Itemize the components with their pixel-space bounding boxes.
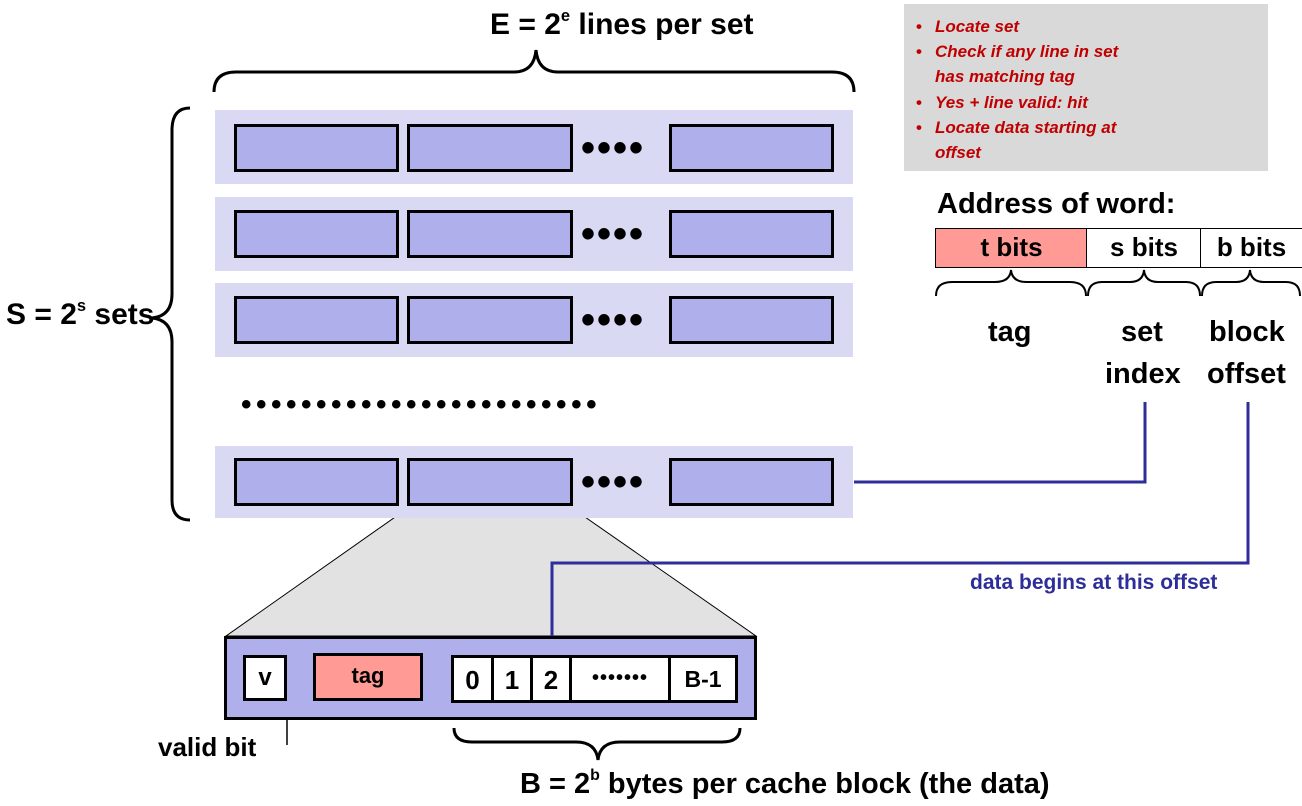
left-brace xyxy=(151,106,191,522)
address-of-word-label: Address of word: xyxy=(937,188,1176,220)
bytes-per-block-prefix: B = 2 xyxy=(520,768,591,800)
bytes-per-block-label: B = 2b bytes per cache block (the data) xyxy=(520,766,1050,801)
cache-line-selected xyxy=(407,458,573,506)
cache-line xyxy=(234,210,399,258)
lines-per-set-label: E = 2e lines per set xyxy=(490,6,754,42)
sets-suffix: sets xyxy=(86,298,155,331)
address-tag-bits: t bits xyxy=(935,228,1088,268)
sets-exponent: s xyxy=(76,296,87,315)
valid-bit-cell: v xyxy=(243,655,287,701)
set-index-label-line2: index xyxy=(1105,358,1181,390)
byte-last-cell: B-1 xyxy=(668,655,738,703)
line-ellipsis: •••• xyxy=(581,212,646,256)
tag-cell: tag xyxy=(313,653,423,701)
step-item: • Check if any line in set has matching t… xyxy=(916,39,1135,89)
line-ellipsis: •••• xyxy=(581,126,646,170)
byte-2-cell: 2 xyxy=(530,655,572,703)
lines-per-set-suffix: lines per set xyxy=(570,8,754,41)
zoom-projection xyxy=(224,507,758,637)
bullet-icon: • xyxy=(916,117,922,137)
byte-1-cell: 1 xyxy=(491,655,533,703)
bullet-icon: • xyxy=(916,92,922,112)
bytes-per-block-exponent: b xyxy=(590,766,600,784)
cache-line xyxy=(669,458,834,506)
step-item: • Yes + line valid: hit xyxy=(916,90,1268,115)
cache-line xyxy=(407,124,573,172)
step-item: • Locate set xyxy=(916,14,1268,39)
cache-line xyxy=(669,210,834,258)
block-offset-label-line1: block xyxy=(1209,316,1285,348)
byte-ellipsis-cell: ••••••• xyxy=(569,655,671,703)
data-begins-label: data begins at this offset xyxy=(970,571,1218,594)
line-ellipsis: •••• xyxy=(581,460,646,504)
step-text: Locate set xyxy=(935,17,1020,36)
set-index-connector xyxy=(854,402,1147,484)
step-item: • Locate data starting at offset xyxy=(916,115,1120,165)
lookup-steps-note: • Locate set • Check if any line in set ha… xyxy=(904,4,1268,171)
cache-line xyxy=(234,124,399,172)
set-index-brace xyxy=(1087,269,1201,297)
lines-per-set-prefix: E = 2 xyxy=(490,8,561,41)
bytes-brace xyxy=(452,727,742,761)
cache-line xyxy=(407,210,573,258)
bullet-icon: • xyxy=(916,17,922,36)
line-ellipsis: •••• xyxy=(581,298,646,342)
sets-ellipsis: •••••••••••••••••••••••• xyxy=(241,388,602,421)
block-offset-brace xyxy=(1201,269,1301,297)
address-set-bits: s bits xyxy=(1086,228,1202,268)
step-text: Check if any line in set has matching ta… xyxy=(935,42,1119,87)
valid-bit-label: valid bit xyxy=(158,732,257,762)
step-text: Yes + line valid: hit xyxy=(935,92,1088,112)
top-brace xyxy=(212,49,856,93)
tag-field-label: tag xyxy=(988,316,1032,348)
lines-per-set-exponent: e xyxy=(560,6,571,25)
address-offset-bits: b bits xyxy=(1200,228,1302,268)
cache-line xyxy=(407,296,573,344)
cache-line xyxy=(234,296,399,344)
sets-prefix: S = 2 xyxy=(6,298,77,331)
bullet-icon: • xyxy=(916,42,922,62)
cache-line xyxy=(234,458,399,506)
sets-label: S = 2s sets xyxy=(6,296,155,332)
bytes-per-block-suffix: bytes per cache block (the data) xyxy=(599,768,1050,800)
step-text: Locate data starting at offset xyxy=(935,117,1117,163)
byte-0-cell: 0 xyxy=(451,655,494,703)
tag-brace xyxy=(935,269,1087,297)
cache-line xyxy=(669,296,834,344)
block-offset-connector xyxy=(550,402,1250,658)
set-index-label-line1: set xyxy=(1121,316,1163,348)
cache-line xyxy=(669,124,834,172)
block-offset-label-line2: offset xyxy=(1207,358,1286,390)
